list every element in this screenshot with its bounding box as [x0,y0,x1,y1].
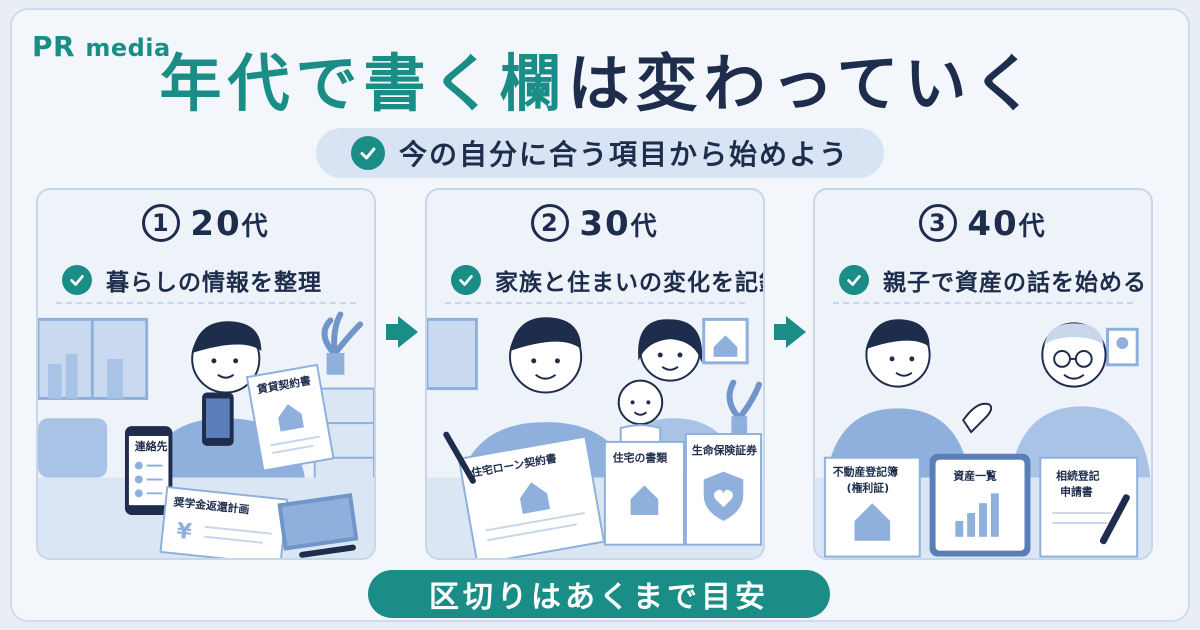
divider [445,302,745,304]
age-number: 40 [967,204,1019,244]
check-icon [839,265,869,295]
subtitle-text: 今の自分に合う項目から始めよう [398,138,849,171]
title-rest: は変わっていく [567,47,1041,120]
divider [56,302,356,304]
family-illustration: 住宅ローン契約書 住宅の書類 生命保険証券 [427,317,763,558]
inheritance-doc-label-1: 相続登記 [1056,468,1100,482]
check-icon [62,265,92,295]
age-unit: 代 [1018,212,1047,242]
title-deed-label: (権利証) [847,480,890,494]
inheritance-doc-label-2: 申請書 [1060,484,1093,498]
check-icon [451,265,481,295]
subtitle-pill: 今の自分に合う項目から始めよう [316,128,884,178]
card-subtitle: 暮らしの情報を整理 [62,262,362,298]
housing-doc-label: 住宅の書類 [613,451,667,465]
card-subtitle: 家族と住まいの変化を記録 [451,262,763,298]
arrow-right-icon [398,316,418,348]
insurance-doc-label: 生命保険証券 [692,443,758,457]
svg-text:¥: ¥ [175,519,193,545]
young-adult-illustration: 連絡先 賃貸契約書 奨学金返還計画 ¥ [38,311,374,558]
card-subtitle-text: 親子で資産の話を始める [883,270,1147,296]
age-number: 20 [190,204,242,244]
contacts-label: 連絡先 [135,439,168,453]
arrow-stem [774,324,788,340]
brand-suffix: media [85,34,171,62]
step-number: 2 [531,204,570,242]
footer-text: 区切りはあくまで目安 [429,580,769,615]
footer-note: 区切りはあくまで目安 [368,570,830,618]
brand-logo: PR media [32,30,171,63]
divider [833,302,1133,304]
card-subtitle-text: 暮らしの情報を整理 [106,270,322,296]
card-subtitle: 親子で資産の話を始める [839,262,1146,298]
step-number: 3 [919,204,958,242]
step-number: 1 [142,204,181,242]
page-title: 年代で書く欄は変わっていく [0,48,1200,120]
age-unit: 代 [630,212,659,242]
arrow-stem [386,324,400,340]
age-unit: 代 [241,212,270,242]
card-subtitle-text: 家族と住まいの変化を記録 [495,270,765,296]
title-accent: 年代で書く欄 [159,47,568,120]
brand-name: PR [32,30,76,63]
check-icon [350,136,385,170]
registry-doc-label: 不動産登記簿 [833,465,898,479]
arrow-right-icon [786,316,806,348]
age-number: 30 [579,204,631,244]
parent-child-illustration: 不動産登記簿 (権利証) 資産一覧 相続登記 申請書 [815,319,1151,558]
asset-list-label: 資産一覧 [953,468,997,482]
